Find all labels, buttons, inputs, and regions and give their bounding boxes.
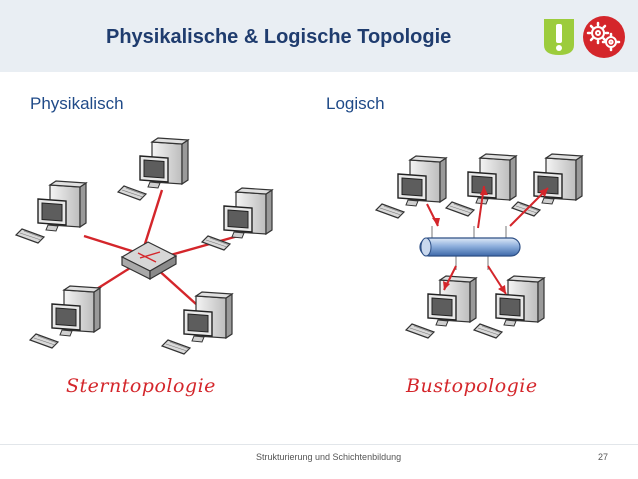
slide-header — [0, 0, 638, 72]
computer-icon — [161, 291, 233, 355]
computer-icon — [29, 285, 101, 349]
footer-divider — [0, 444, 638, 445]
bus-topology-label: Bustopologie — [406, 375, 538, 397]
computer-icon — [375, 155, 447, 219]
computer-icon — [473, 275, 545, 339]
star-topology-label: Sterntopologie — [66, 375, 216, 397]
page-number: 27 — [598, 452, 609, 462]
footer-text: Strukturierung und Schichtenbildung — [256, 452, 402, 462]
computer-icon — [511, 153, 583, 217]
computer-icon — [15, 180, 87, 244]
physical-section-label: Physikalisch — [30, 94, 124, 113]
star-link — [155, 267, 197, 305]
logical-section-label: Logisch — [326, 94, 385, 113]
bus-cable — [419, 237, 521, 257]
bus-topology-diagram — [375, 153, 583, 339]
computer-icon — [405, 275, 477, 339]
hub-icon — [120, 241, 178, 281]
star-link — [83, 234, 139, 255]
star-topology-diagram — [15, 137, 273, 355]
gears-badge-icon — [583, 16, 625, 58]
computer-icon — [117, 137, 189, 201]
exclamation-badge-icon — [544, 19, 574, 55]
slide-title: Physikalische & Logische Topologie — [106, 26, 452, 48]
computer-icon — [201, 187, 273, 251]
star-link — [142, 189, 164, 248]
